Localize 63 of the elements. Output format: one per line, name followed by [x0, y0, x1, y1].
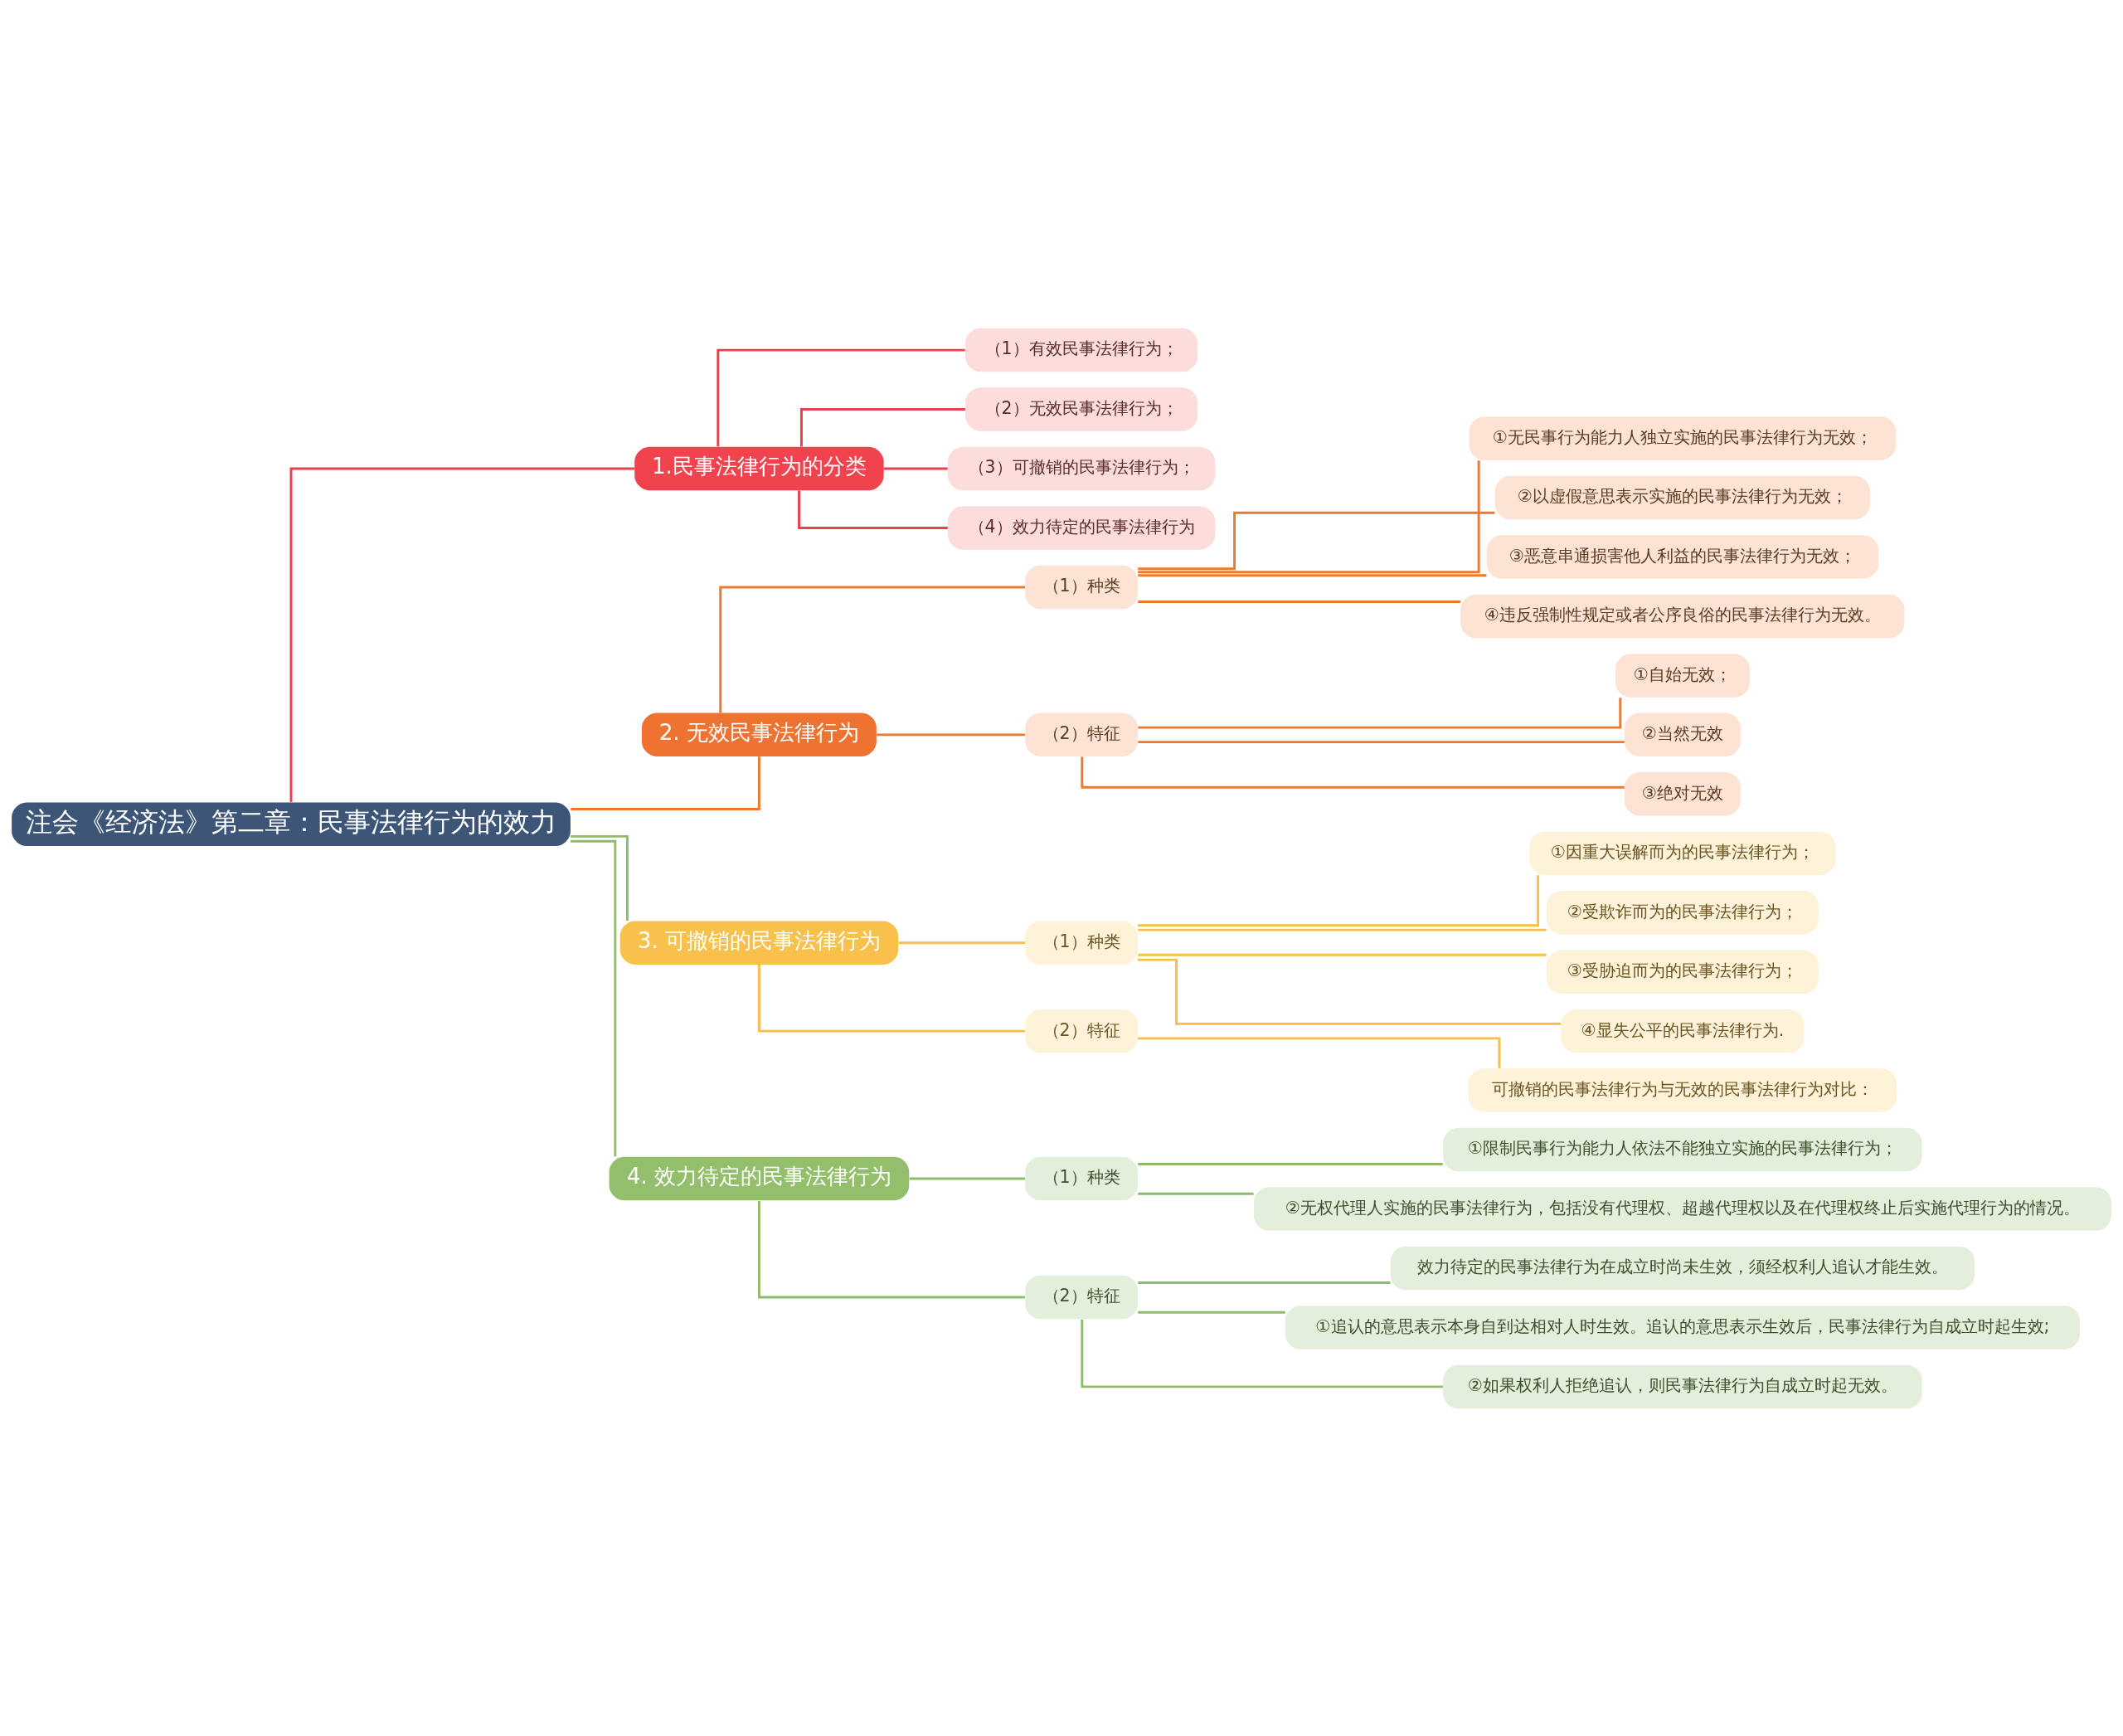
node-box: ③绝对无效: [1624, 771, 1741, 816]
connector: [1138, 600, 1461, 603]
connector: [570, 839, 617, 1156]
connector: [1138, 1311, 1285, 1314]
connector: [1138, 1162, 1443, 1165]
node-box: （4）效力待定的民事法律行为: [947, 505, 1216, 550]
connector: [1081, 1319, 1444, 1388]
node-box: （2）特征: [1025, 712, 1138, 756]
node-box: ①限制民事行为能力人依法不能独立实施的民事法律行为；: [1443, 1127, 1922, 1171]
connector: [719, 585, 1026, 713]
connector: [757, 964, 1025, 1033]
node-box: 3. 可撤销的民事法律行为: [619, 920, 899, 965]
node-box: ②受欺诈而为的民事法律行为；: [1546, 890, 1819, 934]
connector: [877, 732, 1025, 736]
connector: [1138, 1036, 1501, 1068]
node-box: ③受胁迫而为的民事法律行为；: [1546, 949, 1819, 994]
node-box: （1）种类: [1025, 920, 1138, 965]
node-box: （2）无效民事法律行为；: [965, 387, 1198, 431]
node-box: 效力待定的民事法律行为在成立时尚未生效，须经权利人追认才能生效。: [1390, 1246, 1975, 1290]
node-box: （1）种类: [1025, 1156, 1138, 1200]
connector: [571, 756, 760, 810]
node-box: ①自始无效；: [1615, 653, 1750, 698]
node-box: 1.民事法律行为的分类: [634, 446, 884, 490]
node-box: （1）种类: [1025, 565, 1138, 609]
connector: [757, 1200, 1025, 1298]
connector: [883, 467, 948, 469]
connector: [1138, 460, 1480, 573]
connector: [1138, 573, 1487, 576]
connector: [1138, 511, 1495, 570]
node-box: （3）可撤销的民事法律行为；: [947, 446, 1216, 490]
connector: [1081, 756, 1625, 789]
connector: [1138, 958, 1562, 1025]
node-box: ④违反强制性规定或者公序良俗的民事法律行为无效。: [1460, 594, 1905, 638]
connector: [1138, 953, 1547, 956]
connector: [1138, 928, 1547, 931]
connector: [798, 490, 948, 529]
node-box: ①因重大误解而为的民事法律行为；: [1529, 831, 1836, 875]
connector: [1138, 697, 1622, 729]
node-box: 可撤销的民事法律行为与无效的民事法律行为对比：: [1468, 1067, 1897, 1112]
node-box: （2）特征: [1025, 1009, 1138, 1053]
connector: [1138, 740, 1625, 743]
connector: [289, 467, 634, 802]
node-box: 2. 无效民事法律行为: [641, 712, 877, 756]
node-box: ②以虚假意思表示实施的民事法律行为无效；: [1494, 475, 1870, 519]
node-box: （2）特征: [1025, 1275, 1138, 1319]
node-box: ④显失公平的民事法律行为.: [1561, 1009, 1805, 1053]
connector: [1138, 1281, 1391, 1284]
node-box: 注会《经济法》第二章：民事法律行为的效力: [12, 802, 571, 846]
connector: [898, 941, 1026, 944]
node-box: 4. 效力待定的民事法律行为: [609, 1156, 910, 1200]
node-box: ①无民事行为能力人独立实施的民事法律行为无效；: [1469, 416, 1897, 460]
connector: [1138, 874, 1540, 926]
connector: [800, 407, 965, 446]
connector: [717, 348, 965, 446]
node-box: ②无权代理人实施的民事法律行为，包括没有代理权、超越代理权以及在代理权终止后实施代理行为的情况。: [1253, 1186, 2111, 1231]
node-box: ③恶意串通损害他人利益的民事法律行为无效；: [1486, 534, 1879, 579]
node-box: ②如果权利人拒绝追认，则民事法律行为自成立时起无效。: [1443, 1364, 1922, 1408]
connector: [1138, 1192, 1254, 1195]
connector: [909, 1177, 1026, 1180]
node-box: ①追认的意思表示本身自到达相对人时生效。追认的意思表示生效后，民事法律行为自成立时起生效;: [1285, 1305, 2080, 1349]
node-box: ②当然无效: [1624, 712, 1741, 756]
connector: [571, 834, 629, 921]
node-box: （1）有效民事法律行为；: [965, 328, 1198, 372]
